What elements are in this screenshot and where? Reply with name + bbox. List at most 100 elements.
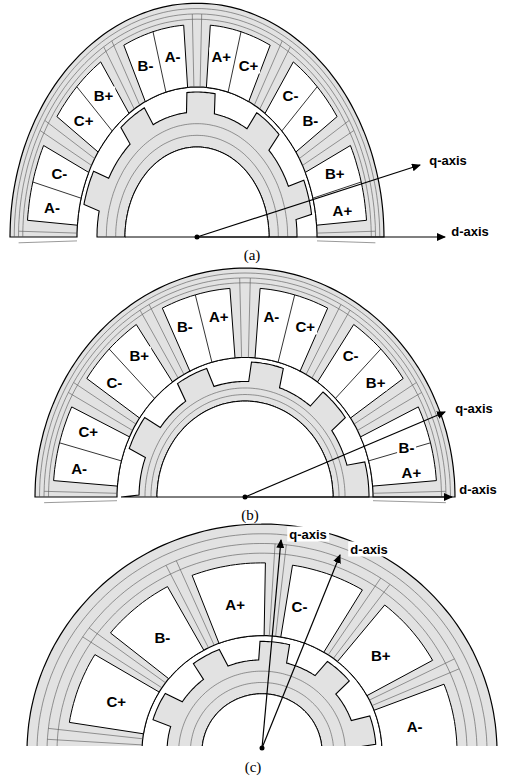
flux-line — [44, 491, 117, 493]
phase-label: C- — [281, 87, 301, 104]
phase-label: A- — [261, 308, 281, 325]
flux-line — [269, 544, 275, 636]
phase-label: A+ — [207, 308, 231, 325]
stator-slot — [255, 288, 328, 371]
stator-slot — [54, 407, 130, 486]
d-axis-line — [245, 496, 452, 497]
stator-slot — [206, 25, 270, 101]
flux-line — [179, 671, 346, 746]
flux-line — [145, 388, 345, 497]
flux-line — [44, 278, 446, 497]
machine-cross-section — [27, 524, 497, 746]
flux-line — [190, 683, 333, 747]
flux-line — [317, 241, 375, 243]
flux-line — [151, 395, 339, 498]
machine-cross-section — [10, 3, 384, 243]
flux-line — [116, 135, 279, 237]
phase-label: C+ — [237, 56, 261, 73]
stator-slot — [28, 146, 89, 226]
flux-line — [373, 491, 446, 493]
stator-slot — [281, 565, 363, 652]
q-axis-line — [262, 540, 281, 748]
flux-line — [47, 739, 142, 745]
phase-label: B- — [397, 438, 417, 455]
flux-line — [47, 544, 477, 747]
axis-label: q-axis — [427, 153, 469, 168]
flux-line — [37, 534, 487, 746]
phase-label: A- — [69, 460, 89, 477]
flux-line — [192, 14, 194, 87]
axis-label: q-axis — [287, 527, 329, 542]
q-axis-line — [245, 412, 445, 497]
panel-caption: (b) — [239, 507, 261, 524]
flux-line — [44, 501, 117, 503]
phase-label: A- — [42, 198, 62, 215]
stator-slot — [374, 684, 457, 746]
flux-line — [317, 231, 375, 233]
phase-label: B- — [300, 112, 320, 129]
phase-label: B+ — [323, 164, 347, 181]
phase-label: A+ — [400, 463, 424, 480]
stator-slot — [124, 25, 188, 101]
phase-label: C- — [290, 598, 310, 615]
rotor-core — [148, 641, 375, 746]
axis-label: d-axis — [449, 224, 491, 239]
phase-label: C+ — [105, 692, 129, 709]
shaft-bore — [157, 401, 333, 497]
stator-slot — [87, 325, 173, 419]
phase-label: C- — [104, 373, 124, 390]
stator-slot — [192, 563, 265, 643]
rotor-core — [84, 92, 312, 237]
stator-slot — [111, 587, 204, 679]
phase-label: C- — [341, 346, 361, 363]
phase-label: B- — [136, 56, 156, 73]
flux-line — [57, 553, 467, 746]
stator-slot — [361, 407, 437, 486]
coil-divider — [313, 182, 361, 198]
coil-divider — [33, 182, 81, 198]
stator-slot — [162, 288, 235, 371]
coil-divider — [195, 295, 212, 362]
flux-line — [40, 273, 451, 497]
flux-line — [240, 278, 242, 358]
panel-caption: (a) — [242, 247, 263, 264]
flux-line — [19, 241, 77, 243]
phase-label: B- — [175, 318, 195, 335]
phase-label: A+ — [210, 47, 234, 64]
phase-label: A+ — [223, 595, 247, 612]
stator-core — [10, 3, 384, 237]
machine-cross-section — [35, 268, 455, 503]
phase-label: A- — [405, 717, 425, 734]
phase-label: B+ — [128, 346, 152, 363]
phase-label: A- — [163, 47, 183, 64]
phase-label: C+ — [293, 318, 317, 335]
shaft-bore — [125, 147, 269, 237]
phase-label: C- — [49, 164, 69, 181]
phase-label: A+ — [331, 201, 355, 218]
flux-line — [200, 14, 202, 87]
flux-line — [23, 19, 372, 237]
stator-slot — [69, 655, 159, 734]
flux-line — [19, 231, 77, 233]
stator-core — [27, 524, 497, 746]
panel-caption: (c) — [243, 758, 264, 775]
axis-label: q-axis — [453, 401, 495, 416]
rotor-core — [121, 362, 369, 497]
coil-divider — [278, 295, 295, 362]
axis-label: d-axis — [457, 482, 499, 497]
phase-label: C+ — [72, 112, 96, 129]
phase-label: B- — [152, 628, 172, 645]
d-axis-line — [197, 236, 445, 237]
flux-line — [106, 124, 287, 237]
flux-line — [19, 14, 376, 237]
stator-slot — [338, 605, 433, 696]
d-axis-line — [262, 555, 340, 748]
flux-line — [49, 283, 442, 497]
shaft-bore — [202, 694, 322, 746]
q-axis-line — [197, 165, 420, 237]
phase-label: B+ — [92, 87, 116, 104]
flux-line — [14, 9, 380, 237]
flux-line — [248, 278, 250, 358]
phase-label: B+ — [364, 373, 388, 390]
